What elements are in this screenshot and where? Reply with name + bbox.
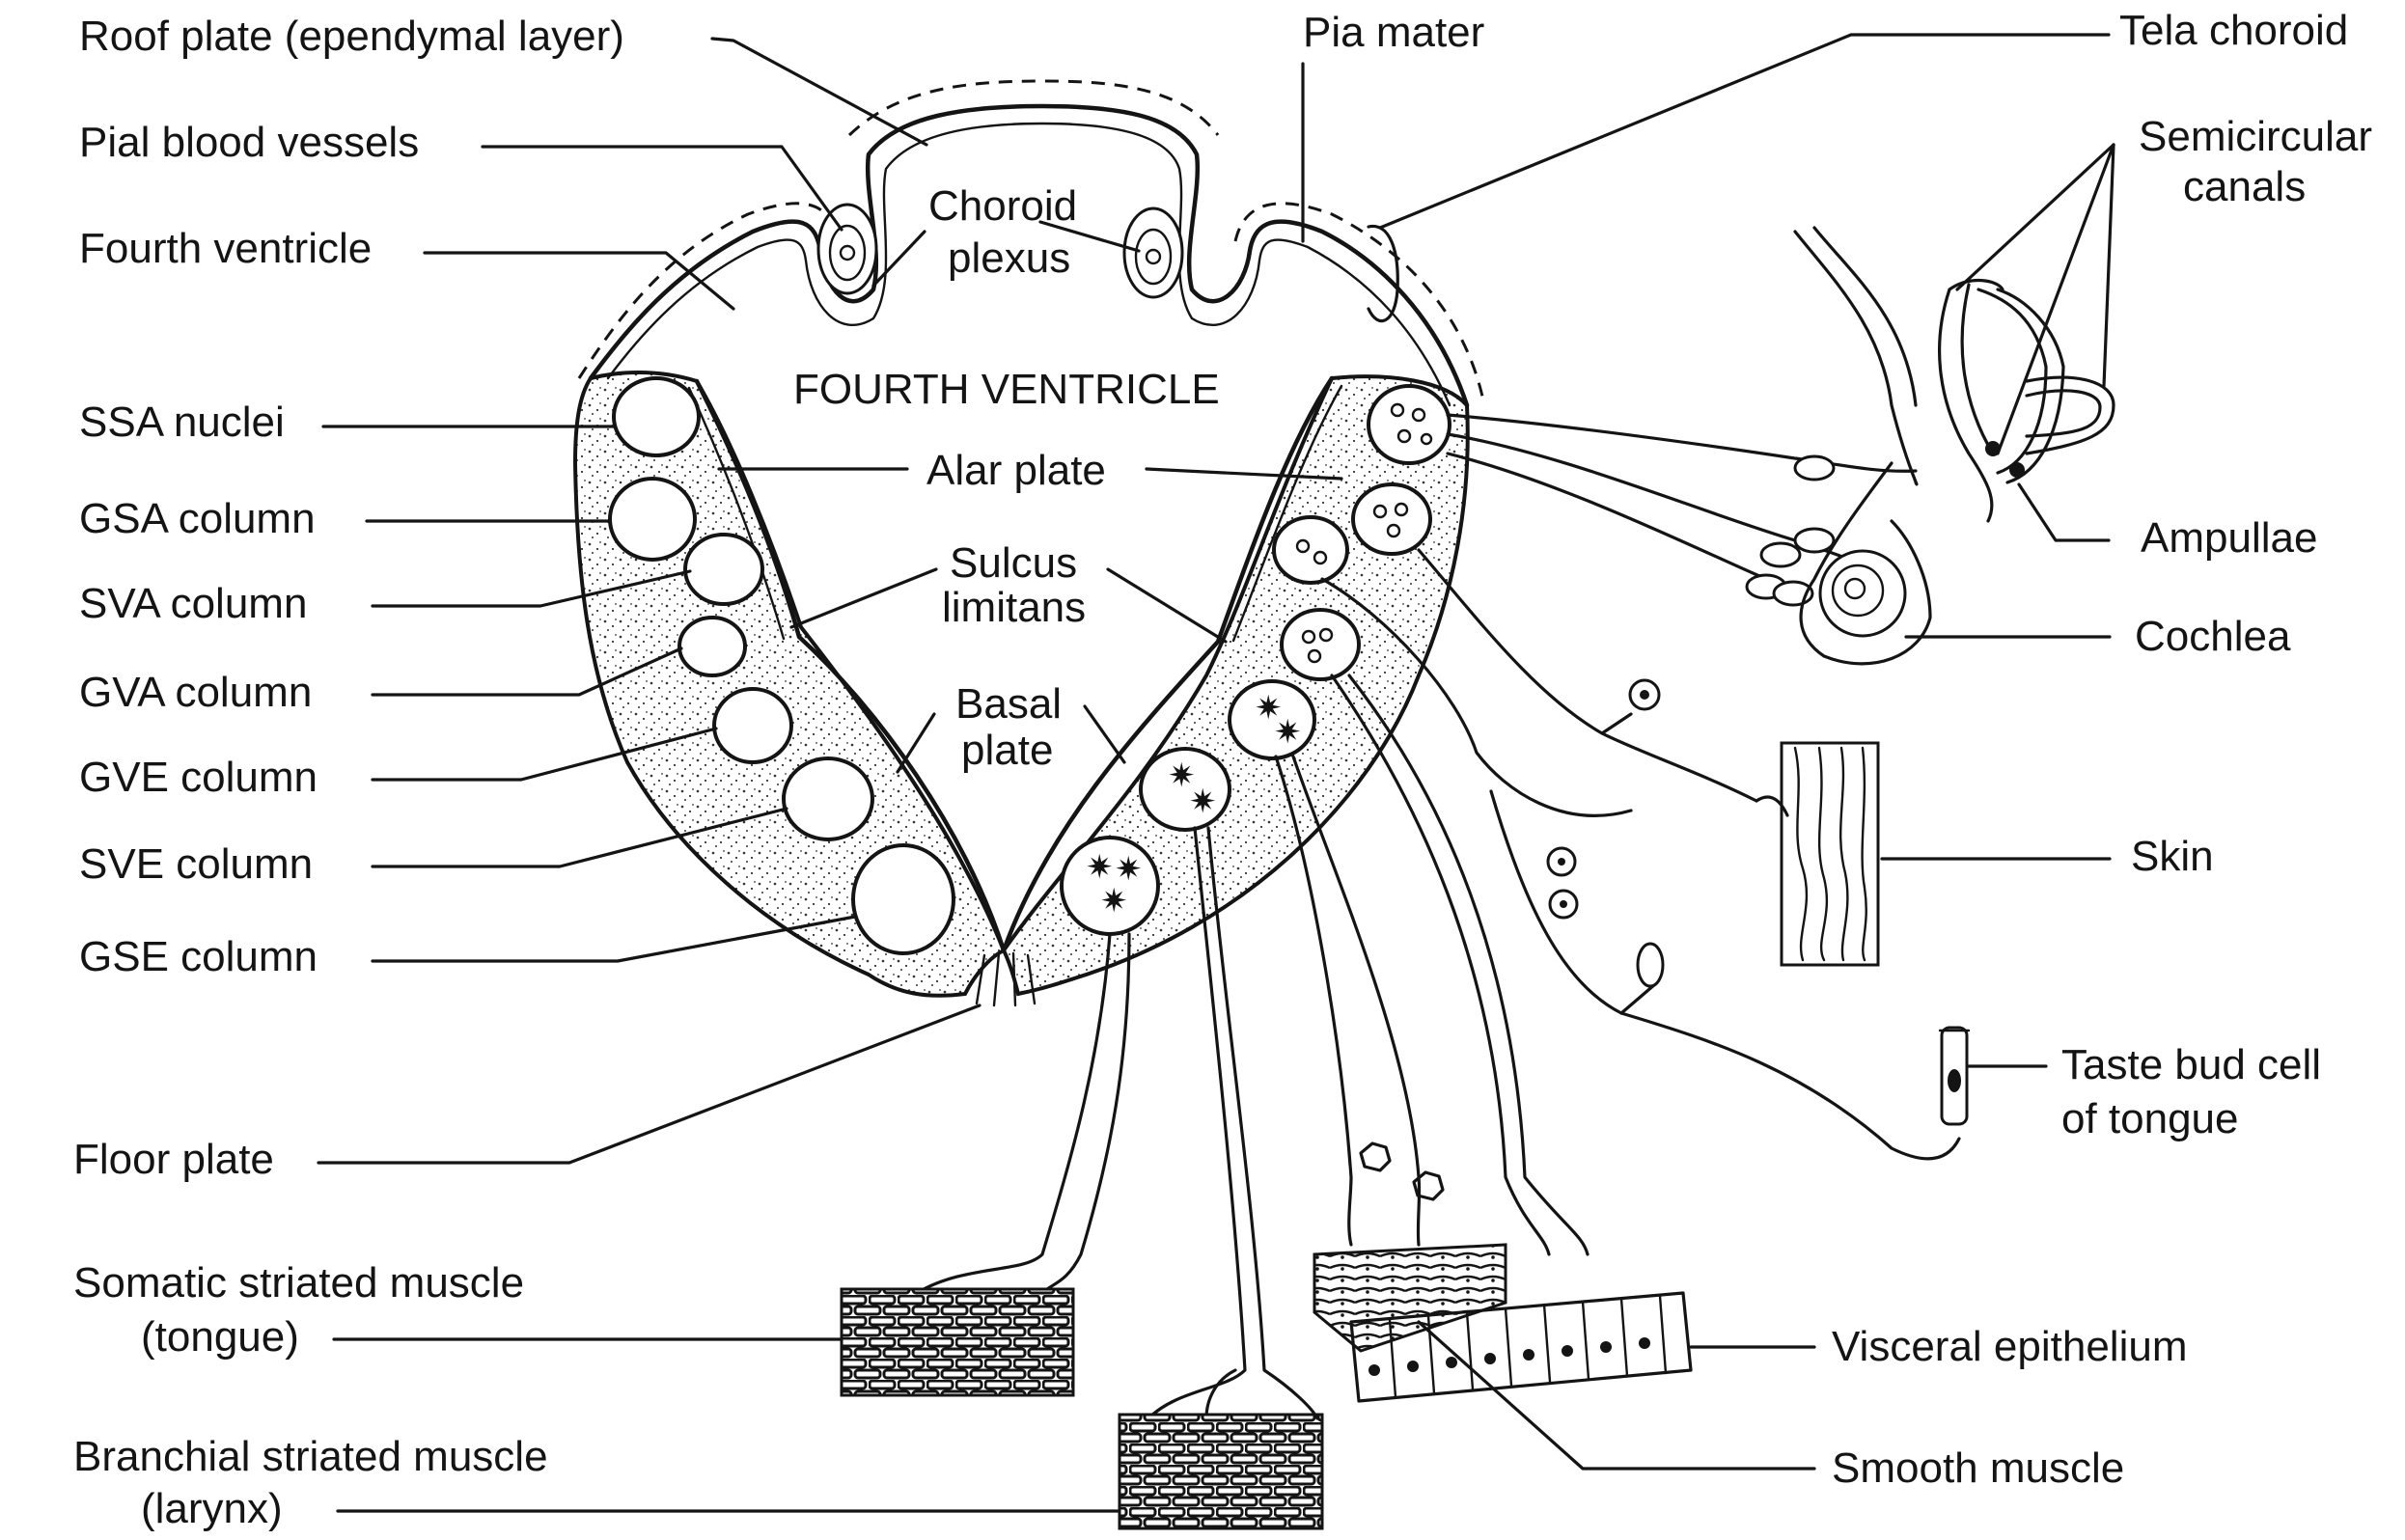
label-alar-plate: Alar plate — [926, 447, 1106, 494]
roof-plate-inner — [606, 122, 1451, 407]
label-ampullae: Ampullae — [2141, 514, 2317, 562]
leader-lines — [317, 33, 2115, 1513]
skin-tissue — [1755, 741, 1880, 967]
label-sva-column: SVA column — [79, 580, 307, 627]
label-visceral-epithelium: Visceral epithelium — [1832, 1323, 2187, 1370]
label-roof-plate: Roof plate (ependymal layer) — [79, 13, 624, 60]
sve-column-right: ✷✷ — [1139, 747, 1231, 832]
branchial-striated-muscle-tissue — [1118, 1413, 1324, 1530]
ssa-nucleus-left — [612, 376, 701, 457]
smooth-muscle-tissue — [1313, 1243, 1507, 1353]
label-semicircular-1: Semicircular — [2139, 113, 2372, 160]
label-gve-column: GVE column — [79, 754, 318, 801]
choroid-plexus-right — [1122, 206, 1184, 299]
gse-column-right: ✷✷ ✷ — [1060, 836, 1160, 936]
label-floor-plate: Floor plate — [73, 1136, 274, 1183]
label-pia-mater: Pia mater — [1303, 9, 1484, 56]
label-sve-column: SVE column — [79, 840, 313, 888]
label-sulcus-limitans-2: limitans — [942, 584, 1086, 631]
nerve-fibres — [915, 413, 1961, 1420]
ganglion-cells — [1359, 454, 1836, 1201]
svg-text:✷: ✷ — [1086, 849, 1114, 886]
label-pial-blood-vessels: Pial blood vessels — [79, 119, 419, 166]
label-tela-choroid: Tela choroid — [2119, 7, 2348, 54]
sulcus-limitans-left — [687, 386, 786, 641]
floor-plate — [975, 951, 1037, 1007]
svg-text:✷: ✷ — [1115, 851, 1143, 888]
label-branchial-muscle-2: (larynx) — [141, 1485, 283, 1532]
label-taste-bud-1: Taste bud cell — [2061, 1041, 2321, 1088]
label-gva-column: GVA column — [79, 669, 312, 716]
label-skin: Skin — [2131, 833, 2214, 880]
label-choroid-plexus-2: plexus — [948, 234, 1070, 282]
tela-choroid-ring — [1367, 224, 1399, 322]
gve-column-right: ✷✷ — [1228, 679, 1316, 760]
label-basal-plate-2: plate — [961, 727, 1053, 774]
right-labels: Pia mater Tela choroid Semicircular cana… — [1303, 7, 2372, 1492]
visceral-epithelium-tissue — [1349, 1291, 1693, 1403]
sva-column-right — [1272, 515, 1349, 585]
label-taste-bud-2: of tongue — [2061, 1095, 2239, 1142]
gve-column-left — [712, 687, 793, 764]
center-labels: Choroid plexus FOURTH VENTRICLE Alar pla… — [793, 182, 1220, 774]
brainstem-section: ✷✷ ✷✷ ✷✷ ✷ — [572, 79, 1486, 1007]
label-branchial-muscle-1: Branchial striated muscle — [73, 1433, 548, 1480]
gva-column-right — [1280, 608, 1361, 681]
inner-ear — [1793, 226, 2115, 666]
svg-text:✷: ✷ — [1274, 714, 1302, 751]
svg-text:✷: ✷ — [1168, 757, 1196, 794]
ssa-nucleus-right — [1367, 384, 1451, 465]
pia-mater-outline — [577, 79, 1486, 406]
label-somatic-muscle-2: (tongue) — [141, 1313, 299, 1361]
center-label-pointers — [717, 220, 1343, 774]
ventricle-lining — [694, 375, 1335, 953]
label-sulcus-limitans-1: Sulcus — [950, 539, 1077, 587]
gsa-column-right — [1351, 482, 1432, 556]
somatic-striated-muscle-tissue — [840, 1287, 1075, 1397]
gva-column-left — [677, 616, 747, 677]
sve-column-left — [782, 756, 874, 841]
label-smooth-muscle: Smooth muscle — [1832, 1444, 2124, 1492]
svg-text:✷: ✷ — [1189, 784, 1217, 820]
gse-column-left — [851, 843, 955, 955]
label-somatic-muscle-1: Somatic striated muscle — [73, 1259, 524, 1306]
label-basal-plate-1: Basal — [955, 680, 1062, 728]
choroid-plexus-left — [816, 203, 878, 295]
svg-text:✷: ✷ — [1100, 883, 1128, 920]
roof-plate — [588, 103, 1470, 408]
label-fourth-ventricle-center: FOURTH VENTRICLE — [793, 366, 1220, 413]
sva-column-left — [683, 533, 764, 606]
taste-bud-cell — [1938, 1026, 1971, 1126]
sulcus-limitans-right — [1231, 384, 1343, 643]
label-fourth-ventricle: Fourth ventricle — [79, 225, 372, 272]
svg-text:✷: ✷ — [1255, 690, 1283, 727]
left-labels: Roof plate (ependymal layer) Pial blood … — [73, 13, 624, 1532]
label-cochlea: Cochlea — [2135, 613, 2291, 660]
label-choroid-plexus-1: Choroid — [928, 182, 1077, 230]
label-semicircular-2: canals — [2183, 163, 2306, 210]
gsa-column-left — [608, 477, 697, 562]
label-ssa-nuclei: SSA nuclei — [79, 399, 285, 446]
label-gsa-column: GSA column — [79, 495, 316, 542]
label-gse-column: GSE column — [79, 933, 318, 980]
